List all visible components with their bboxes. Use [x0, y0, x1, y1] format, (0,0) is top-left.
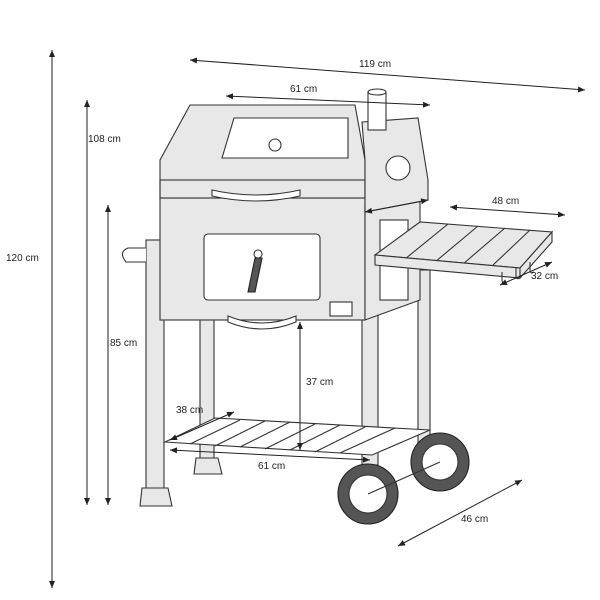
total-depth-label: 46 cm — [461, 514, 489, 525]
firebox-door-window — [203, 233, 321, 301]
left-front-foot — [139, 487, 173, 507]
lid-window — [221, 117, 349, 159]
air-vent — [385, 155, 411, 181]
height-crank — [329, 301, 353, 317]
chimney — [367, 91, 387, 131]
side-shelf-slats — [404, 223, 531, 267]
left-rear-foot — [193, 457, 223, 475]
lower-clearance-label: 37 cm — [306, 377, 334, 388]
lid-handle — [211, 189, 301, 202]
front-handle — [227, 315, 297, 330]
bottom-shelf-depth-label: 38 cm — [176, 405, 204, 416]
dimension-lines — [49, 50, 586, 588]
chimney-top — [367, 88, 387, 96]
door-handle — [247, 257, 263, 293]
bottom-shelf-width-label: 61 cm — [258, 461, 286, 472]
total-width-label: 119 cm — [359, 59, 392, 70]
total-height-label: 120 cm — [6, 253, 39, 264]
shelf-depth-label: 32 cm — [531, 271, 559, 282]
lid-height-label: 108 cm — [88, 134, 121, 145]
door-knob — [253, 249, 263, 259]
work-height-label: 85 cm — [110, 338, 138, 349]
shelf-width-label: 48 cm — [492, 196, 520, 207]
side-handle — [121, 247, 146, 263]
axle — [367, 461, 441, 495]
grill-width-label: 61 cm — [290, 84, 318, 95]
thermometer — [268, 138, 282, 152]
